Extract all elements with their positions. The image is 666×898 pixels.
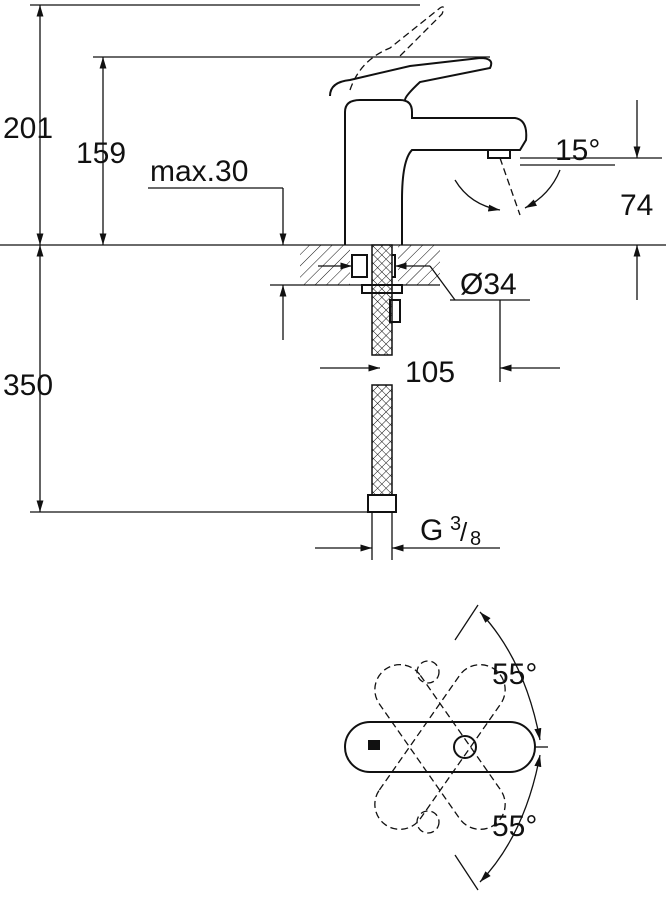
supply-hose [361,244,403,560]
label-55-deg-lower: 55° [492,810,537,843]
dimension-connection-thread: G 3 / 8 [315,513,500,552]
dimension-hose-length: 350 [3,245,53,512]
lever-rotation-plan-view: 55° 55° [344,604,548,891]
dimension-spout-angle: 15° [454,134,615,212]
label-g: G [420,514,443,547]
label-g-numerator: 3 [450,513,461,535]
dimension-hole-diameter: Ø34 [429,265,530,301]
dimension-spout-height: 159 [76,57,126,245]
label-105: 105 [405,356,455,389]
dimension-outlet-height: 74 [520,100,662,300]
label-159: 159 [76,137,126,170]
label-diameter-34: Ø34 [460,268,517,301]
dimension-total-height: 201 [3,5,53,245]
label-350: 350 [3,369,53,402]
label-max-30: max.30 [150,155,248,188]
label-74: 74 [620,189,653,222]
dimension-max-deck: max.30 [148,155,300,340]
deck-section [300,245,440,286]
label-15-deg: 15° [555,134,600,167]
label-g-denominator: 8 [470,528,481,550]
dimension-projection: 105 [320,300,560,389]
label-55-deg-upper: 55° [492,658,537,691]
faucet-side-view [329,6,528,245]
label-201: 201 [3,112,53,145]
fraction-slash: / [460,517,468,547]
